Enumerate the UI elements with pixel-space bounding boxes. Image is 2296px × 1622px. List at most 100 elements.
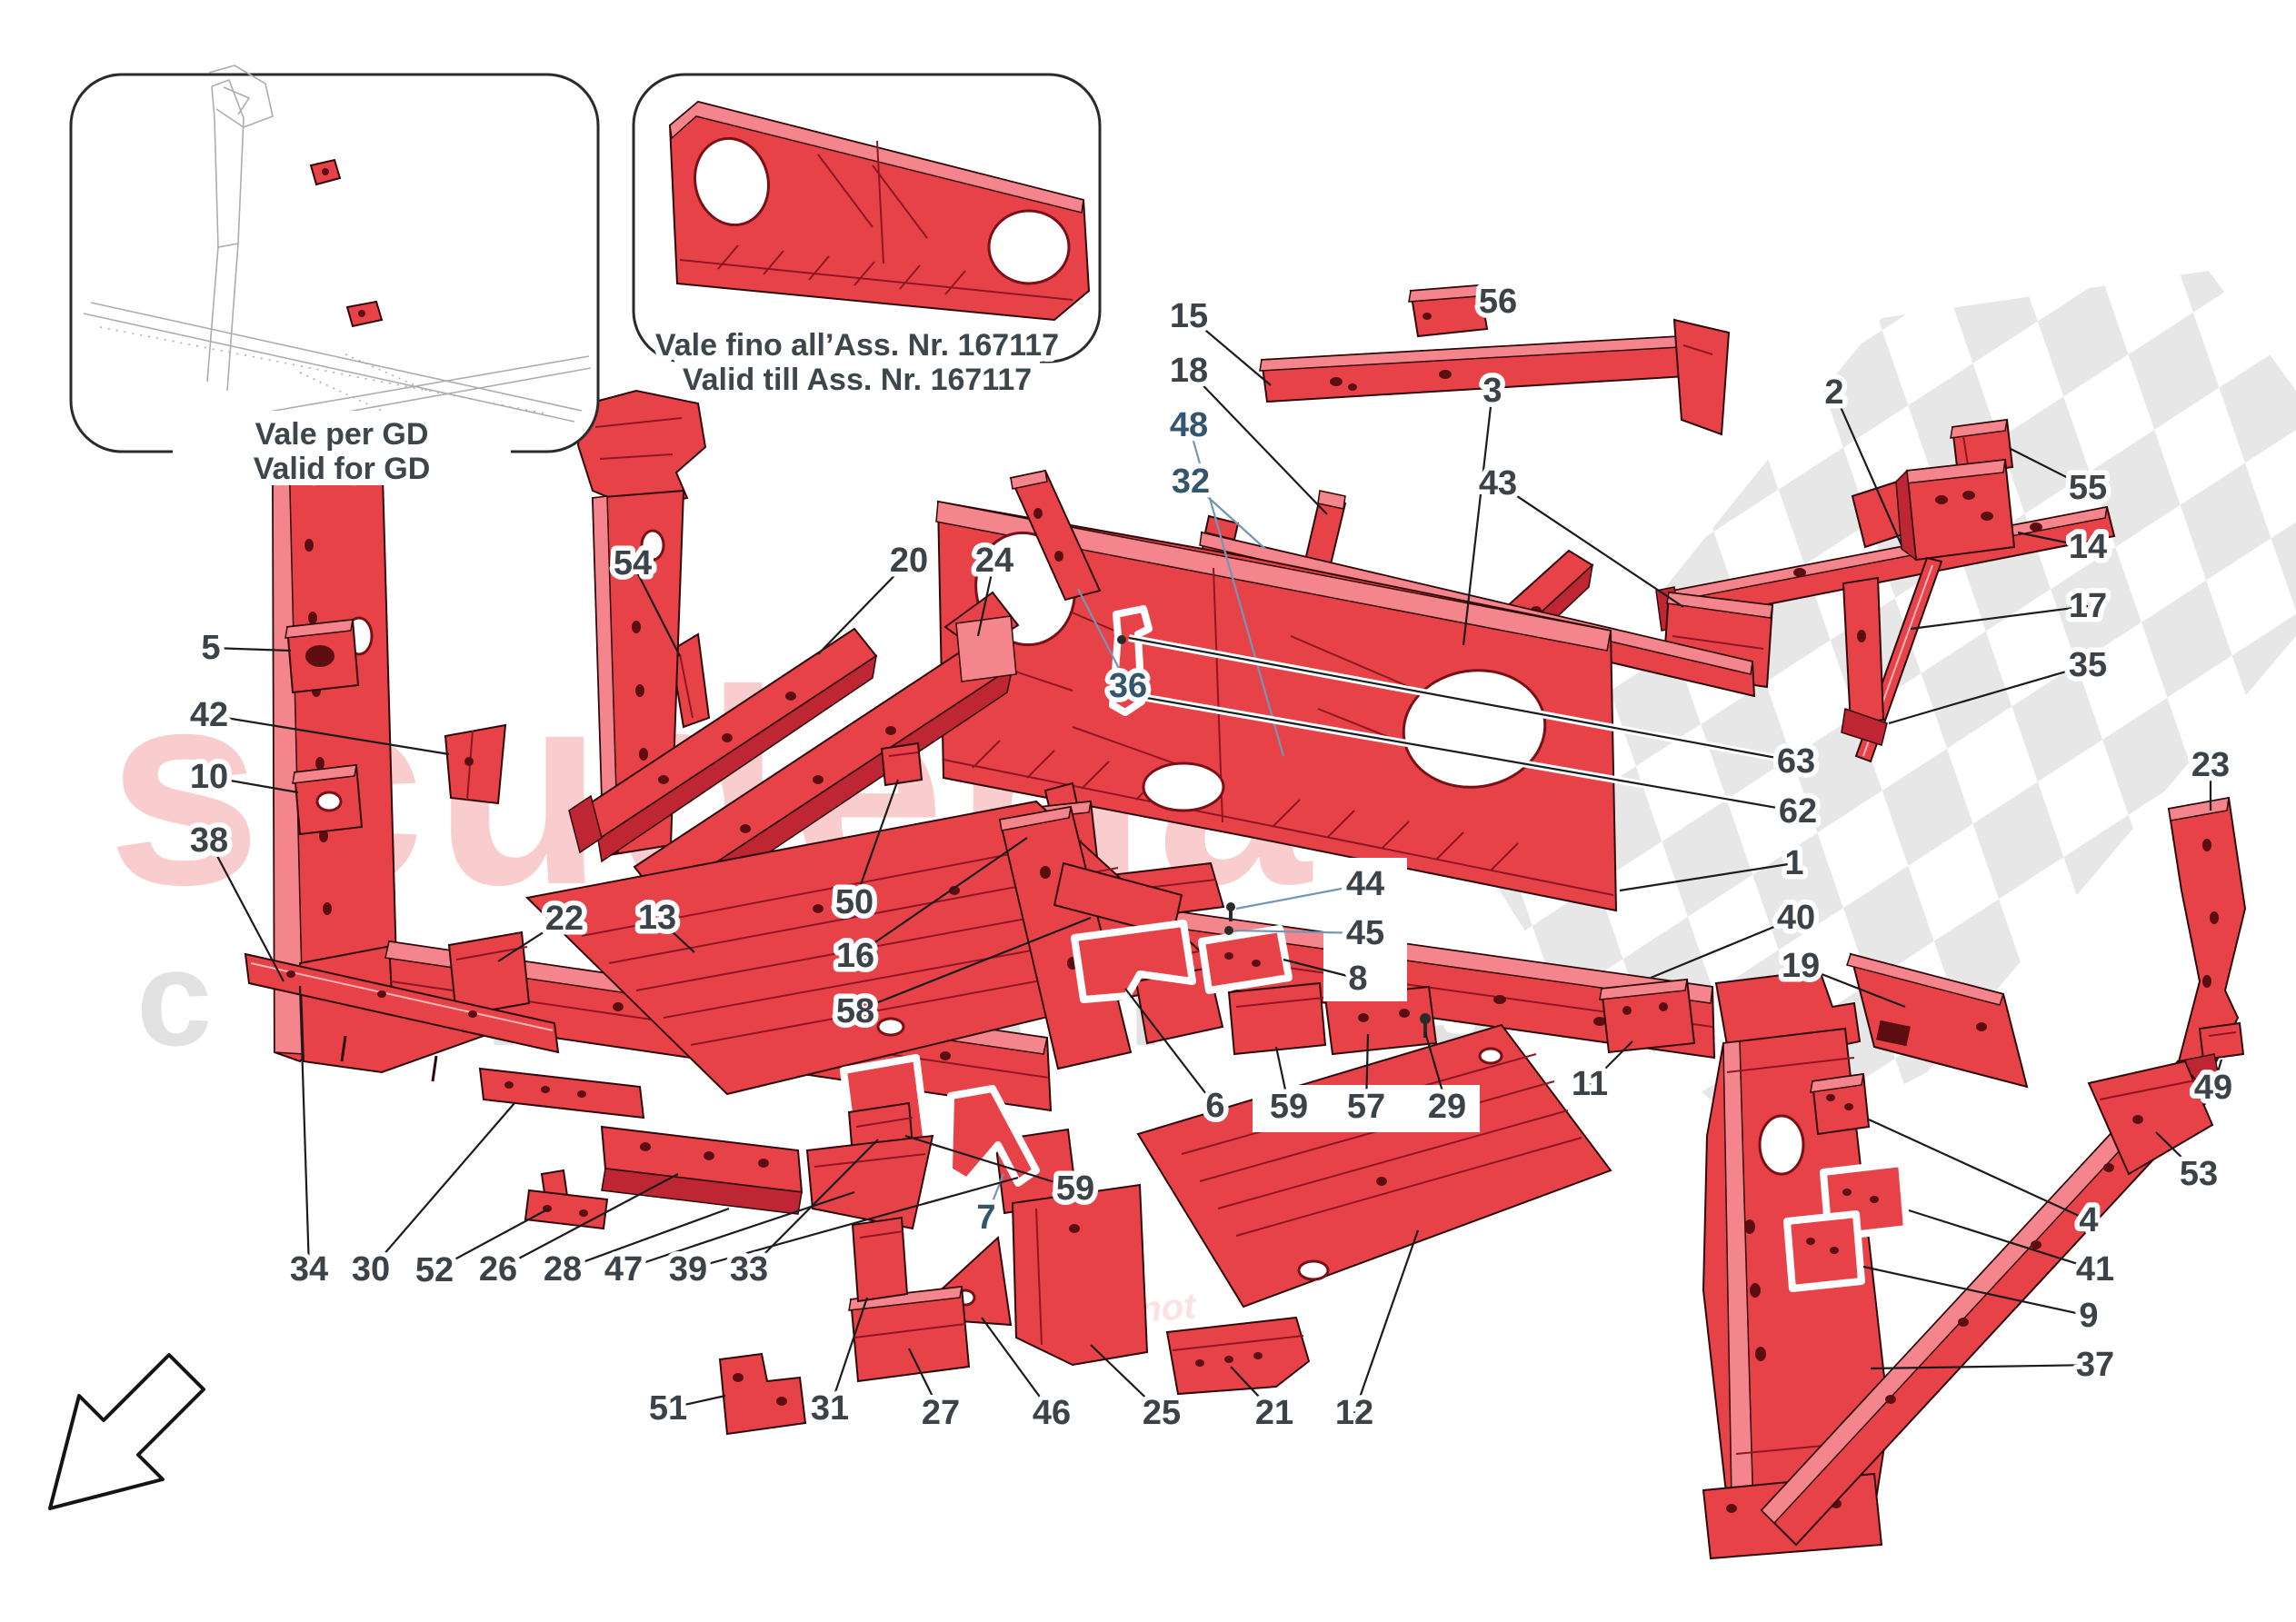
- part-plate-30: [478, 1067, 645, 1119]
- callout-33: 33: [730, 1250, 768, 1289]
- leader-29: [1423, 1031, 1449, 1108]
- part-channel-27: [848, 1285, 971, 1383]
- callout-24: 24: [975, 542, 1013, 580]
- callout-8: 8: [1348, 960, 1367, 998]
- part-clip-49: [2198, 1021, 2245, 1061]
- callout-59: 59: [1056, 1169, 1094, 1208]
- callout-10: 10: [190, 758, 228, 796]
- callout-45: 45: [1346, 914, 1384, 952]
- callout-59: 59: [1270, 1088, 1308, 1126]
- leader-36: [1077, 588, 1129, 687]
- callout-18: 18: [1170, 352, 1208, 390]
- callout-16: 16: [836, 937, 874, 975]
- leader-5: [210, 646, 292, 652]
- callout-50: 50: [835, 883, 873, 921]
- callout-15: 15: [1170, 297, 1208, 335]
- callout-40: 40: [1777, 899, 1815, 937]
- part-bracket-54: [669, 632, 711, 729]
- leader-45: [1233, 929, 1366, 935]
- callout-42: 42: [190, 696, 228, 734]
- callout-63: 63: [1777, 742, 1815, 781]
- leader-4: [1868, 1119, 2090, 1221]
- part-plate-19: [1846, 952, 2029, 1089]
- callout-11: 11: [1572, 1065, 1608, 1103]
- callout-5: 5: [201, 629, 220, 667]
- callout-43: 43: [1479, 464, 1517, 503]
- part-strut-36: [1009, 469, 1102, 602]
- part-bulkhead-1: [935, 500, 1618, 912]
- callout-37: 37: [2076, 1346, 2114, 1384]
- leader-3: [1462, 390, 1494, 646]
- leader-12: [1353, 1229, 1420, 1414]
- leader-47: [623, 1190, 855, 1271]
- leader-49: [2211, 1059, 2223, 1089]
- callout-30: 30: [352, 1250, 390, 1289]
- leader-37: [1870, 1363, 2096, 1370]
- part-plate-31: [851, 1216, 909, 1303]
- leader-25: [1090, 1344, 1163, 1414]
- callout-38: 38: [190, 821, 228, 860]
- inset-gd-line1: Vale per GD: [255, 417, 429, 452]
- leader-10: [208, 775, 299, 794]
- label-backplate-44-45-8: [1323, 858, 1407, 1001]
- leader-51: [667, 1394, 726, 1410]
- callout-57: 57: [1347, 1088, 1385, 1126]
- callout-21: 21: [1255, 1394, 1293, 1432]
- callout-56: 56: [1479, 283, 1517, 321]
- part-bracket-52: [524, 1169, 609, 1230]
- leader-30: [370, 1102, 515, 1270]
- part-clip-50: [880, 741, 923, 787]
- leader-44: [1235, 882, 1366, 911]
- leader-33: [748, 1139, 879, 1270]
- leader-2: [1832, 392, 1903, 546]
- leader-14: [2017, 531, 2089, 549]
- leader-55: [2010, 448, 2089, 489]
- leader-62: [1135, 694, 1799, 813]
- callout-53: 53: [2180, 1155, 2218, 1193]
- callout-22: 22: [545, 900, 584, 938]
- leader-63: [1128, 636, 1797, 763]
- leader-53: [2155, 1131, 2200, 1175]
- callout-58: 58: [836, 992, 874, 1030]
- callout-49: 49: [2194, 1069, 2232, 1107]
- leader-58: [854, 916, 1092, 1013]
- part-plate-59-mid: [1227, 981, 1327, 1056]
- callout-28: 28: [544, 1250, 582, 1289]
- leader-26: [497, 1173, 679, 1270]
- part-box-11: [1599, 978, 1696, 1054]
- part-bracket-56: [1408, 284, 1489, 338]
- part-strip-34: [244, 952, 560, 1082]
- callout-46: 46: [1033, 1394, 1071, 1432]
- callout-48: 48: [1170, 406, 1208, 444]
- callout-13: 13: [638, 899, 676, 937]
- callout-51: 51: [649, 1389, 687, 1428]
- callout-6: 6: [1205, 1087, 1224, 1125]
- callout-1: 1: [1784, 844, 1803, 882]
- leader-57: [1364, 1033, 1370, 1108]
- leader-24: [976, 560, 996, 637]
- part-panel-25: [1011, 1183, 1149, 1367]
- inset-ass-part-1: [668, 100, 1091, 322]
- part-bracket-9: [1783, 1210, 1865, 1292]
- callout-39: 39: [669, 1250, 707, 1289]
- part-beam-20: [568, 627, 878, 863]
- callout-41: 41: [2076, 1250, 2114, 1289]
- part-central-crossmember: [840, 805, 1293, 1215]
- leader-11: [1589, 1040, 1633, 1085]
- direction-arrow: [48, 1353, 205, 1510]
- leader-8: [1283, 958, 1359, 980]
- inset-ass-line1: Vale fino all’Ass. Nr. 167117: [655, 328, 1059, 363]
- callout-34: 34: [290, 1250, 328, 1289]
- callout-14: 14: [2069, 528, 2107, 566]
- callout-20: 20: [890, 542, 928, 580]
- callout-44: 44: [1346, 865, 1384, 903]
- callout-36: 36: [1109, 667, 1147, 705]
- inset-ass-line2: Valid till Ass. Nr. 167117: [683, 363, 1032, 397]
- callout-12: 12: [1335, 1394, 1373, 1432]
- callout-23: 23: [2191, 746, 2230, 784]
- callout-9: 9: [2079, 1297, 2098, 1335]
- callout-52: 52: [415, 1251, 454, 1289]
- leader-7: [984, 1173, 1005, 1219]
- callout-32: 32: [1172, 463, 1210, 501]
